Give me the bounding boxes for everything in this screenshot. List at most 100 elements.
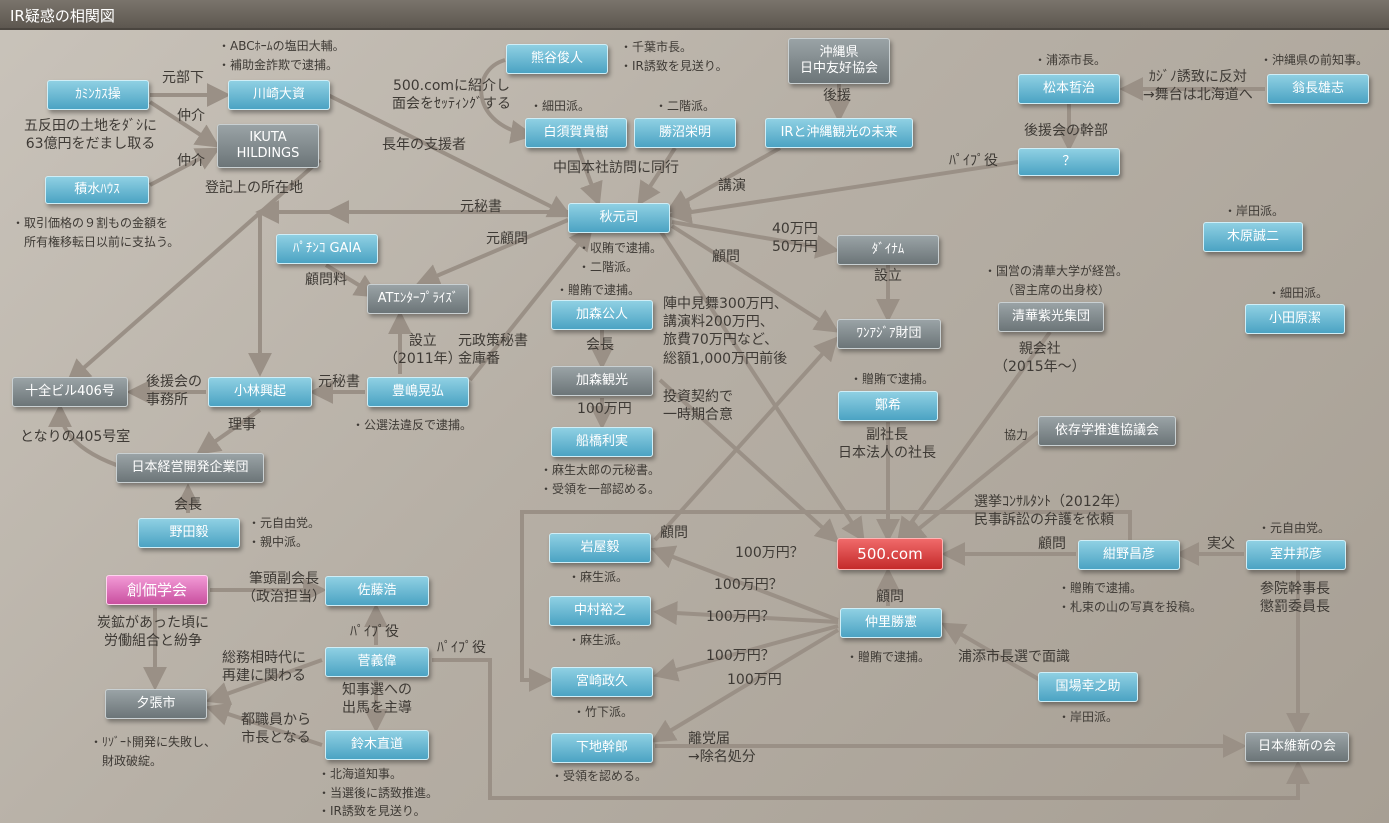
node-okinawa-kyokai[interactable]: 沖縄県 日中友好協会 <box>788 38 890 84</box>
label-kouenkai-kanbu: 後援会の幹部 <box>1024 123 1108 139</box>
node-konno[interactable]: 紺野昌彦 <box>1078 540 1180 570</box>
node-kihara[interactable]: 木原誠二 <box>1203 222 1303 252</box>
edge <box>653 624 839 682</box>
note-nakamura: ・麻生派。 <box>568 633 629 647</box>
edge <box>66 158 322 384</box>
label-casino-hantai: ｶｼﾞﾉ誘致に反対 →舞台は北海道へ <box>1143 69 1253 104</box>
node-ishin[interactable]: 日本維新の会 <box>1245 732 1349 762</box>
node-shimoji[interactable]: 下地幹郎 <box>551 733 653 763</box>
label-fuku-shacho: 副社長 日本法人の社長 <box>838 427 936 462</box>
edge <box>897 330 1052 542</box>
label-oyagaisha: 親会社 （2015年〜） <box>994 341 1086 376</box>
note-sekisui: ・取引価格の９割もの金額を 所有権移転日以前に支払う。 <box>12 216 180 249</box>
node-akimoto[interactable]: 秋元司 <box>568 203 670 233</box>
node-kumagai[interactable]: 熊谷俊人 <box>506 44 608 74</box>
edge <box>665 146 781 213</box>
label-genbu: 元部下 <box>162 70 204 86</box>
edge <box>576 147 603 207</box>
node-tei[interactable]: 鄭希 <box>838 391 938 421</box>
label-komon-konno: 顧問 <box>1038 536 1066 552</box>
node-toyoshima[interactable]: 豊嶋晃弘 <box>367 377 469 407</box>
label-moto-hisho2: 元秘書 <box>318 374 360 390</box>
node-kawasaki[interactable]: 川崎大資 <box>228 80 330 110</box>
label-toushi: 投資契約で 一時期合意 <box>663 389 733 424</box>
label-jippu: 実父 <box>1207 536 1235 552</box>
edge <box>149 147 221 187</box>
note-shimoji: ・受領を認める。 <box>551 769 648 783</box>
node-kamori-kanko[interactable]: 加森観光 <box>551 366 653 396</box>
note-seika: ・国営の清華大学が経営。 （習主席の出身校） <box>984 264 1129 297</box>
node-noda[interactable]: 野田毅 <box>138 518 240 548</box>
label-setsuritsu1: 設立 <box>874 268 902 284</box>
node-miyazaki[interactable]: 宮崎政久 <box>551 667 653 697</box>
node-matsumoto[interactable]: 松本哲治 <box>1018 74 1120 104</box>
page-title: IR疑惑の相関図 <box>10 7 115 25</box>
edge <box>321 90 573 218</box>
note-iwaya: ・麻生派。 <box>568 570 629 584</box>
title-bar: IR疑惑の相関図 <box>0 0 1389 30</box>
node-sato[interactable]: 佐藤浩 <box>325 576 429 606</box>
label-moto-komon: 元顧問 <box>486 231 528 247</box>
edge <box>324 263 380 298</box>
node-ikuta[interactable]: IKUTA HILDINGS <box>217 124 319 168</box>
note-kawasaki: ・ABCﾎｰﾑの塩田大輔。 ・補助金詐欺で逮捕。 <box>218 39 345 72</box>
label-sanin: 参院幹事長 懲罰委員長 <box>1260 581 1330 616</box>
node-nakazato[interactable]: 仲里勝憲 <box>840 608 942 638</box>
node-soka[interactable]: 創価学会 <box>106 575 208 605</box>
node-sekisui[interactable]: 積水ﾊｳｽ <box>45 176 149 204</box>
edge <box>148 100 221 148</box>
node-pachinko[interactable]: ﾊﾟﾁﾝｺ GAIA <box>276 234 378 264</box>
node-kamori-kimihito[interactable]: 加森公人 <box>551 300 653 330</box>
node-dynam[interactable]: ﾀﾞｲﾅﾑ <box>837 235 939 265</box>
label-kouen-speech: 講演 <box>718 178 746 194</box>
note-nakazato: ・贈賄で逮捕。 <box>846 650 931 664</box>
label-moto-seisaku: 元政策秘書 金庫番 <box>458 333 528 368</box>
node-kokuba[interactable]: 国場幸之助 <box>1038 672 1138 702</box>
note-tei: ・贈賄で逮捕。 <box>850 372 935 386</box>
node-nakamura[interactable]: 中村裕之 <box>549 596 651 626</box>
label-somu: 総務相時代に 再建に関わる <box>222 650 306 685</box>
note-akimoto: ・収賄で逮捕。 ・二階派。 <box>578 241 663 274</box>
node-odawara[interactable]: 小田原潔 <box>1245 304 1345 334</box>
node-muroi[interactable]: 室井邦彦 <box>1246 540 1346 570</box>
node-suzuki[interactable]: 鈴木直道 <box>325 730 429 760</box>
node-seika[interactable]: 清華紫光集団 <box>998 302 1104 332</box>
edge <box>520 510 1132 692</box>
edge <box>637 146 677 207</box>
node-question[interactable]: ？ <box>1018 148 1120 176</box>
label-setsuritsu2: 設立 （2011年） <box>384 333 462 368</box>
label-pipe1: ﾊﾟｲﾌﾟ役 <box>949 153 998 169</box>
label-chukai2: 仲介 <box>177 153 205 169</box>
label-komonryo: 顧問料 <box>305 272 347 288</box>
edge <box>650 545 839 622</box>
label-m100q4: 100万円？ <box>706 648 775 664</box>
label-pipe2: ﾊﾟｲﾌﾟ役 <box>350 624 399 640</box>
node-nihon-keiei[interactable]: 日本経営開発企業団 <box>116 453 264 483</box>
node-shirasuga[interactable]: 白須賀貴樹 <box>525 118 627 148</box>
node-jissen406[interactable]: 十全ビル406号 <box>12 377 128 407</box>
node-yubari[interactable]: 夕張市 <box>105 689 207 719</box>
label-tonari: となりの405号室 <box>20 429 131 445</box>
node-kaminkasu[interactable]: ｶﾐﾝｶｽ操 <box>47 80 149 110</box>
node-izon[interactable]: 依存学推進協議会 <box>1038 416 1176 446</box>
note-suzuki: ・北海道知事。 ・当選後に誘致推進。 ・IR誘致を見送り。 <box>318 767 439 819</box>
node-ir-okinawa[interactable]: IRと沖縄観光の未来 <box>765 118 913 148</box>
node-kobayashi[interactable]: 小林興起 <box>208 377 312 407</box>
node-onaga[interactable]: 翁長雄志 <box>1267 74 1369 104</box>
edge <box>205 658 323 705</box>
node-one-asia[interactable]: ﾜﾝｱｼﾞｱ財団 <box>837 319 941 349</box>
note-funabashi: ・麻生太郎の元秘書。 ・受領を一部認める。 <box>540 463 661 496</box>
node-500com[interactable]: 500.com <box>837 538 943 570</box>
node-suga[interactable]: 菅義偉 <box>325 647 429 677</box>
node-funabashi[interactable]: 船橋利実 <box>551 427 653 457</box>
node-iwaya[interactable]: 岩屋毅 <box>549 533 651 563</box>
label-toki: 登記上の所在地 <box>205 180 303 196</box>
node-at-enterprise[interactable]: ATｴﾝﾀｰﾌﾟﾗｲｽﾞ <box>367 284 469 314</box>
label-kyoryoku: 協力 <box>1004 428 1029 442</box>
edge <box>650 628 840 743</box>
label-komon-iwaya: 顧問 <box>660 525 688 541</box>
node-katsunuma[interactable]: 勝沼栄明 <box>634 118 736 148</box>
edge <box>901 430 1040 544</box>
label-shokai: 500.comに紹介し 面会をｾｯﾃｨﾝｸﾞする <box>392 78 511 113</box>
